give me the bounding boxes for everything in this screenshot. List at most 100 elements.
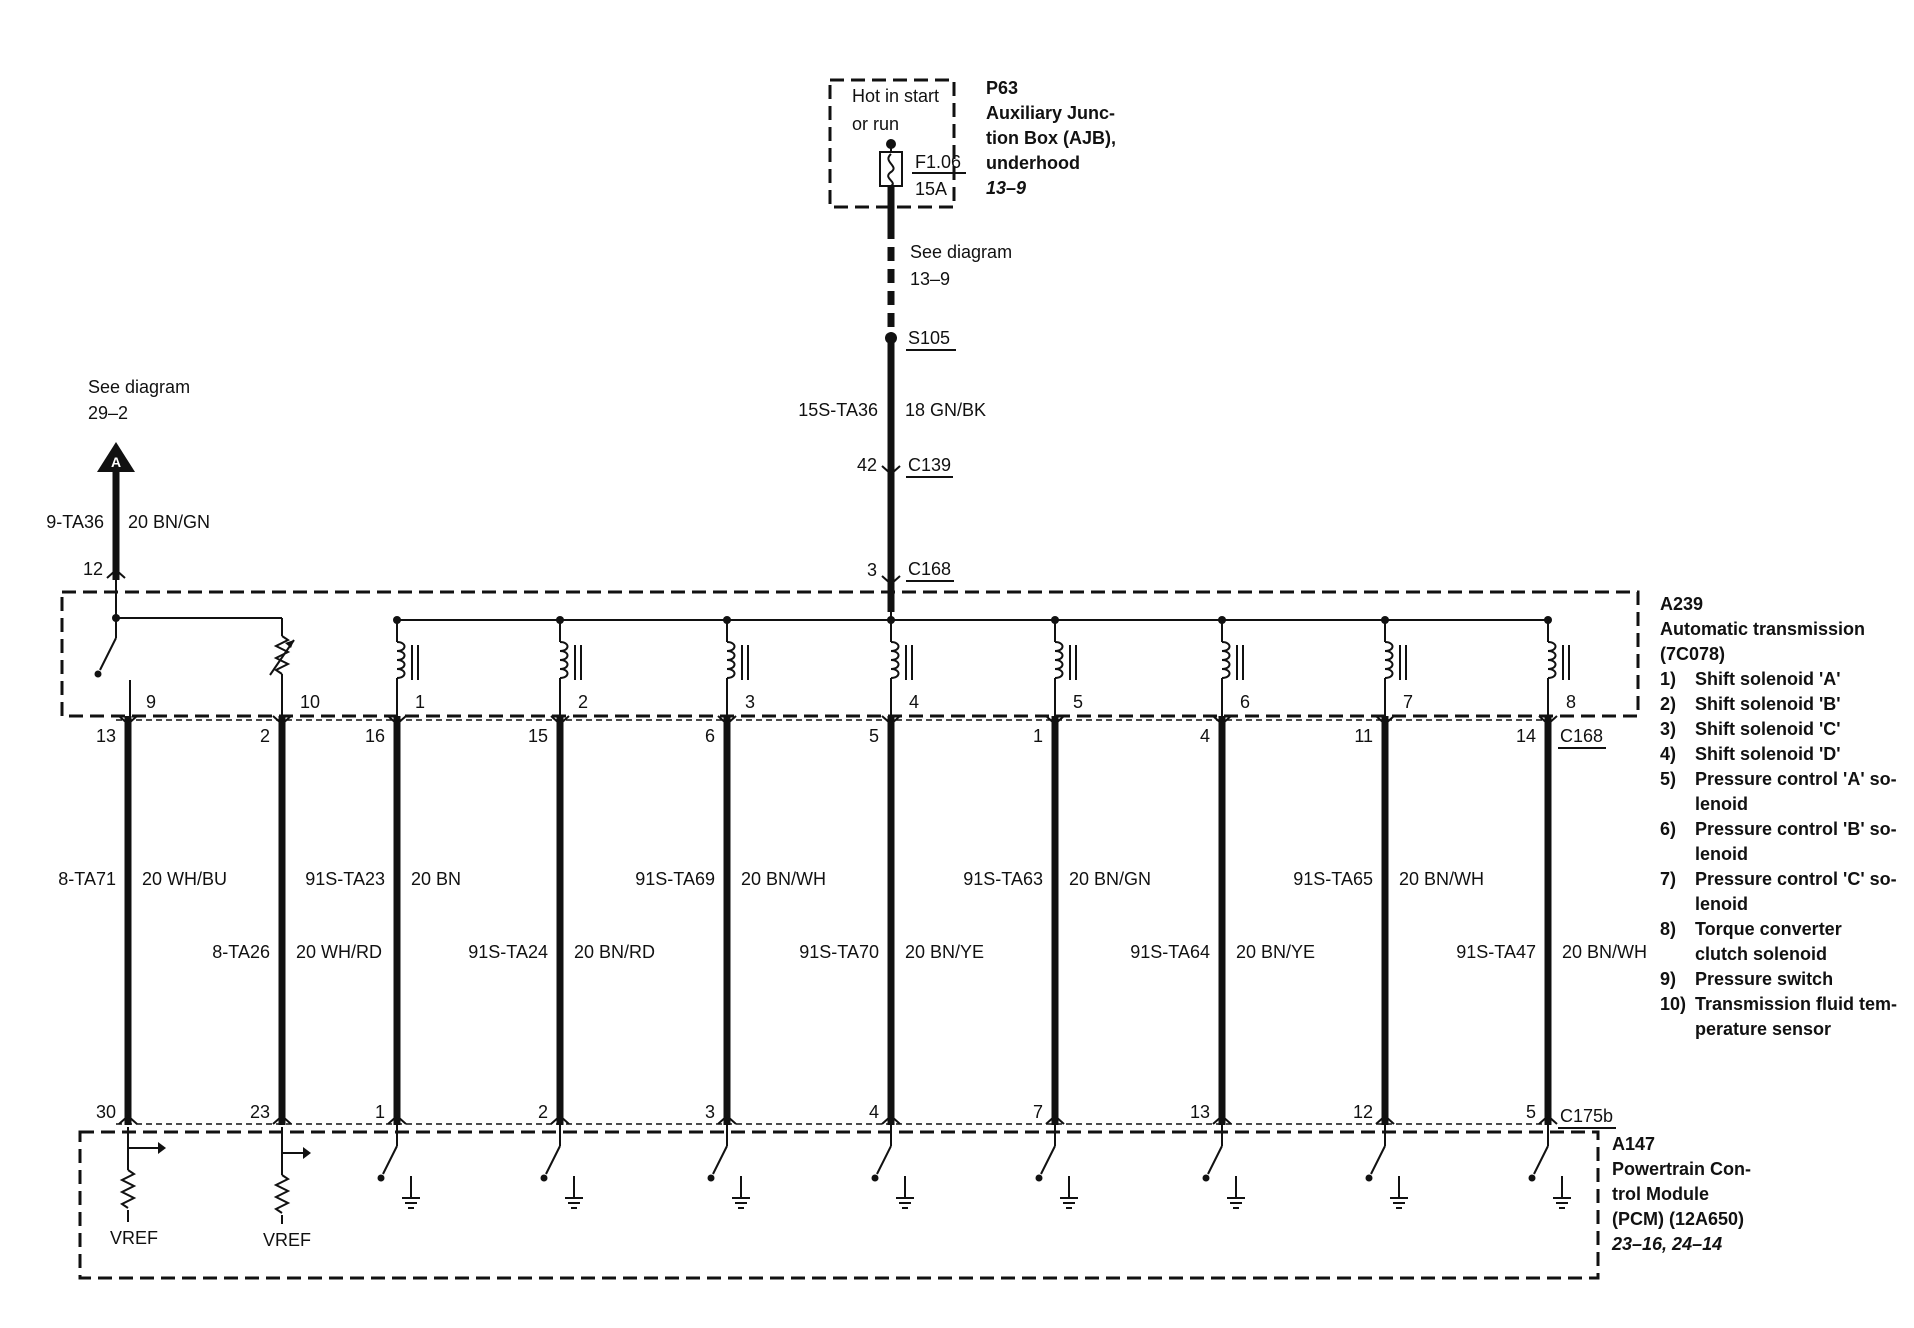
pcm-pin-number: 4 <box>869 1102 879 1122</box>
offpage-see-diagram: See diagram <box>88 377 190 397</box>
driver-switch-icon <box>1370 1145 1386 1175</box>
c168-pin-mark <box>1045 715 1065 726</box>
circuit-id: 91S-TA23 <box>305 869 385 889</box>
legend-text: Torque converter <box>1695 919 1842 939</box>
vref-resistor-2-icon <box>273 1174 291 1214</box>
c168-pin-mark <box>272 715 292 726</box>
fuse-box-name-2: tion Box (AJB), <box>986 128 1116 148</box>
feed-see-diagram: See diagram <box>910 242 1012 262</box>
c168-pin-number: 13 <box>96 726 116 746</box>
pcm-name-3: (PCM) (12A650) <box>1612 1209 1744 1229</box>
transmission-ref: A239 <box>1660 594 1703 614</box>
vref-2-label: VREF <box>263 1230 311 1250</box>
c168-lower-label: C168 <box>1560 726 1603 746</box>
fuse-box-name-1: Auxiliary Junc- <box>986 103 1115 123</box>
legend-text: Pressure switch <box>1695 969 1833 989</box>
driver-contact <box>1528 1174 1536 1182</box>
driver-contact <box>1035 1174 1043 1182</box>
legend-number: 1) <box>1660 669 1676 689</box>
circuit-id: 91S-TA65 <box>1293 869 1373 889</box>
c168-pin-number: 16 <box>365 726 385 746</box>
solenoid-coil-icon <box>726 641 736 679</box>
driver-switch-icon <box>1040 1145 1056 1175</box>
c168-pin-mark <box>1538 715 1558 726</box>
pcm-pin-number: 13 <box>1190 1102 1210 1122</box>
c175b-pin-mark <box>1375 1114 1395 1125</box>
legend-number: 9) <box>1660 969 1676 989</box>
wire-color: 20 WH/BU <box>142 869 227 889</box>
transmission-name-1: Automatic transmission <box>1660 619 1865 639</box>
circuit-id: 91S-TA70 <box>799 942 879 962</box>
fuse-element-icon <box>887 153 895 187</box>
c168-pin-mark <box>550 715 570 726</box>
driver-switch-icon <box>876 1145 892 1175</box>
pcm-name-2: trol Module <box>1612 1184 1709 1204</box>
offpage-wire-color: 20 BN/GN <box>128 512 210 532</box>
wire-color: 20 BN/YE <box>905 942 984 962</box>
legend-number: 7) <box>1660 869 1676 889</box>
transmission-box-outline <box>60 590 1640 718</box>
legend-text: lenoid <box>1695 794 1748 814</box>
pcm-pin-number: 5 <box>1526 1102 1536 1122</box>
c168-feed-pin: 3 <box>867 560 877 580</box>
wire-color: 20 BN/WH <box>1562 942 1647 962</box>
legend-number: 3) <box>1660 719 1676 739</box>
c175b-label: C175b <box>1560 1106 1613 1126</box>
hot-in-start-label: Hot in start <box>852 86 939 106</box>
c168-pin-number: 15 <box>528 726 548 746</box>
legend-number: 2) <box>1660 694 1676 714</box>
component-number: 3 <box>745 692 755 712</box>
transmission-legend: 1)Shift solenoid 'A'2)Shift solenoid 'B'… <box>1660 669 1897 1039</box>
c139-pin: 42 <box>857 455 877 475</box>
feed-wire-color: 18 GN/BK <box>905 400 986 420</box>
c139-connector-mark <box>881 465 901 476</box>
legend-number: 10) <box>1660 994 1686 1014</box>
splice-s105-label: S105 <box>908 328 950 348</box>
wire-color: 20 WH/RD <box>296 942 382 962</box>
c168-pin-mark <box>1375 715 1395 726</box>
pcm-pin-number: 23 <box>250 1102 270 1122</box>
component-number: 5 <box>1073 692 1083 712</box>
wire-color: 20 BN/WH <box>1399 869 1484 889</box>
offpage-pin: 12 <box>83 559 103 579</box>
c175b-pin-mark <box>1212 1114 1232 1125</box>
c175b-pin-mark <box>387 1114 407 1125</box>
c168-pin-number: 2 <box>260 726 270 746</box>
driver-contact <box>707 1174 715 1182</box>
c168-pin-mark <box>118 715 138 726</box>
offpage-connector-mark <box>106 568 126 579</box>
pcm-pin-number: 12 <box>1353 1102 1373 1122</box>
legend-text: Shift solenoid 'D' <box>1695 744 1841 764</box>
driver-contact <box>1365 1174 1373 1182</box>
legend-text: lenoid <box>1695 894 1748 914</box>
pcm-pin-number: 3 <box>705 1102 715 1122</box>
circuit-id: 8-TA26 <box>212 942 270 962</box>
pcm-name-1: Powertrain Con- <box>1612 1159 1751 1179</box>
legend-text: Pressure control 'C' so- <box>1695 869 1897 889</box>
legend-number: 4) <box>1660 744 1676 764</box>
driver-contact <box>871 1174 879 1182</box>
c168-pin-mark <box>1212 715 1232 726</box>
pcm-pin-number: 7 <box>1033 1102 1043 1122</box>
pressure-switch-icon <box>99 637 117 671</box>
driver-switch-icon <box>1207 1145 1223 1175</box>
circuit-id: 8-TA71 <box>58 869 116 889</box>
legend-text: Shift solenoid 'C' <box>1695 719 1841 739</box>
component-number: 2 <box>578 692 588 712</box>
legend-text: Pressure control 'A' so- <box>1695 769 1897 789</box>
offpage-arrow-icon <box>97 442 135 472</box>
driver-switch-icon <box>545 1145 561 1175</box>
c139-label: C139 <box>908 455 951 475</box>
component-number: 9 <box>146 692 156 712</box>
legend-number: 8) <box>1660 919 1676 939</box>
pcm-pin-number: 30 <box>96 1102 116 1122</box>
wire-color: 20 BN/YE <box>1236 942 1315 962</box>
circuit-id: 91S-TA47 <box>1456 942 1536 962</box>
solenoid-coil-icon <box>1054 641 1064 679</box>
pcm-pin-number: 1 <box>375 1102 385 1122</box>
c168-pin-mark <box>717 715 737 726</box>
c175b-pin-mark <box>550 1114 570 1125</box>
transmission-name-2: (7C078) <box>1660 644 1725 664</box>
solenoid-coil-icon <box>890 641 900 679</box>
component-number: 1 <box>415 692 425 712</box>
